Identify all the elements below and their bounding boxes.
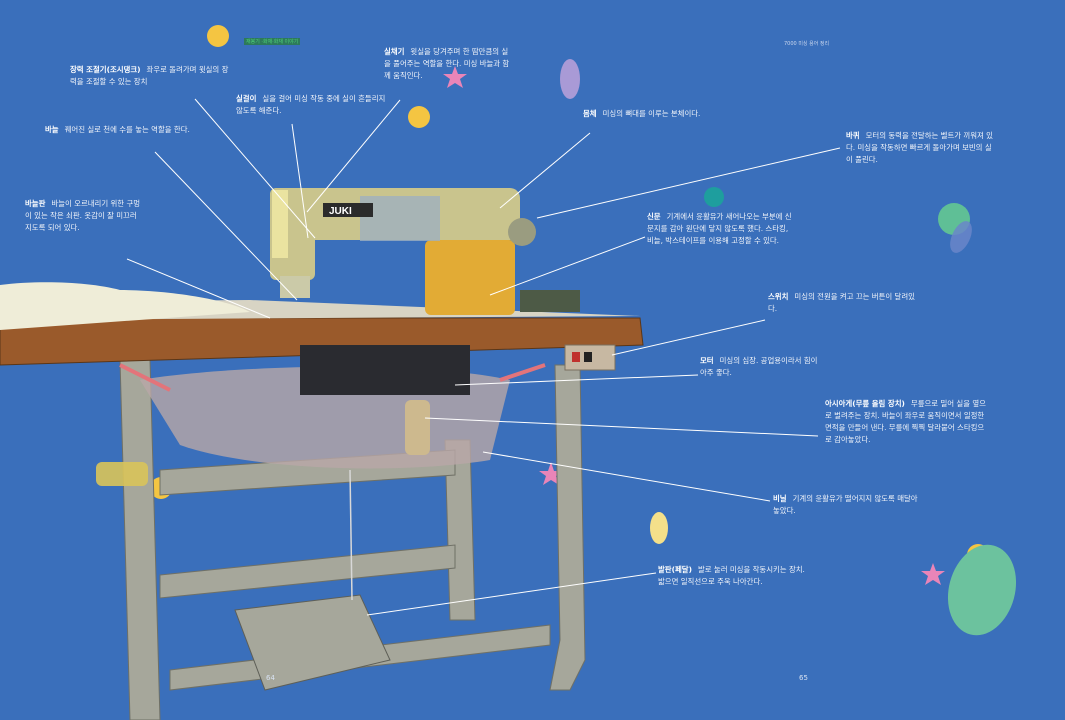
juki-logo: JUKI bbox=[329, 206, 352, 217]
teal-dot-decoration bbox=[704, 187, 724, 207]
motor-box bbox=[300, 345, 470, 395]
page-number-left: 64 bbox=[266, 674, 275, 682]
label-knee-lift: 아시아게(무릎 올림 장치)무릎으로 밀어 실을 옆으로 벌려주는 장치. 바늘… bbox=[825, 399, 986, 444]
fabric bbox=[0, 282, 250, 330]
yellow-dot-decoration bbox=[408, 106, 430, 128]
pink-star-decoration bbox=[443, 66, 467, 88]
pink-star-decoration bbox=[921, 563, 945, 585]
blue-oval-decoration bbox=[950, 221, 972, 253]
yellow-dot-decoration bbox=[207, 25, 229, 47]
header-right-tag: 7000 미싱 용어 정리 bbox=[784, 41, 830, 47]
juki-logo-plate bbox=[323, 203, 373, 217]
lavender-oval-decoration bbox=[560, 59, 580, 99]
green-oval-decoration bbox=[947, 544, 1017, 636]
label-pedal: 발판(페달)발로 눌러 미싱을 작동시키는 장치. 밟으면 일직선으로 주욱 나… bbox=[658, 565, 805, 586]
label-tension: 장력 조절기(조시댕크)좌우로 돌려가며 윗실의 장력을 조절할 수 있는 장치 bbox=[70, 65, 229, 86]
yellow-dot-decoration bbox=[650, 512, 668, 544]
knee-lift bbox=[405, 400, 430, 455]
sewing-machine-head: JUKI bbox=[270, 188, 580, 315]
page-number-right: 65 bbox=[799, 674, 808, 682]
pedal bbox=[234, 594, 391, 691]
leader-lines bbox=[126, 98, 841, 616]
header-left-tag: 재봉기 ·화재·화재 이야기 bbox=[244, 38, 301, 45]
table-top bbox=[0, 317, 644, 366]
